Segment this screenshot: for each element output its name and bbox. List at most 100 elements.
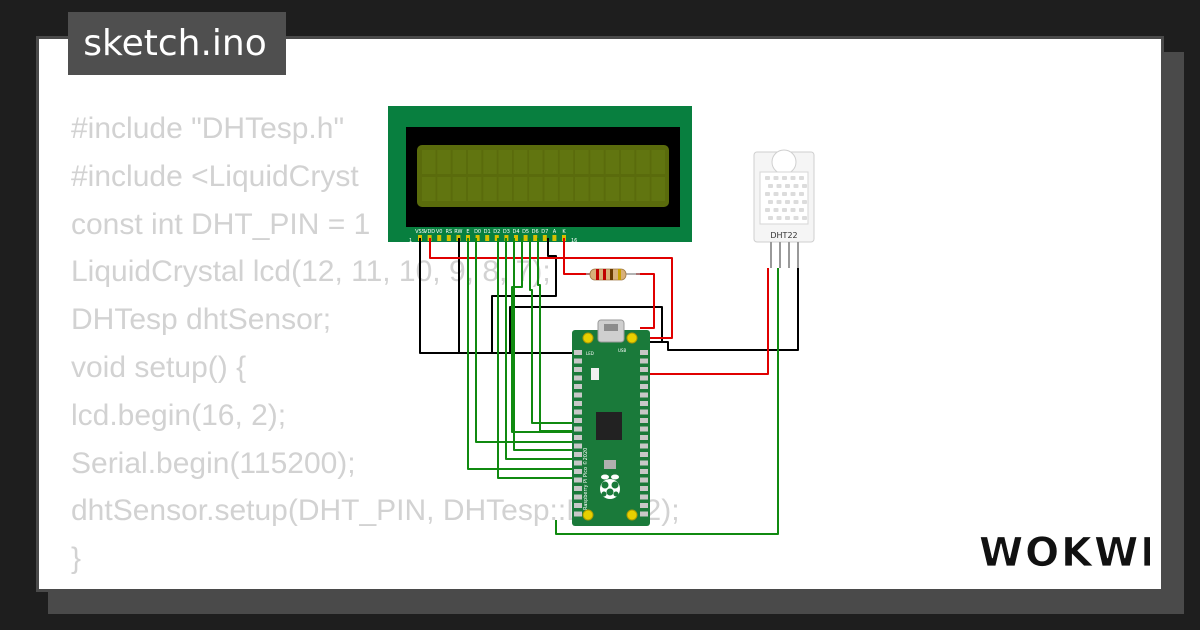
lcd-char-cell (605, 177, 620, 201)
pico-pin[interactable] (640, 367, 648, 372)
dht22-sensor[interactable]: DHT22 (753, 149, 815, 268)
pico-pin[interactable] (574, 401, 582, 406)
dht22-vent (776, 216, 782, 220)
pico-pin[interactable] (574, 486, 582, 491)
lcd-pin-label: D3 (503, 229, 510, 235)
lcd-pin-label: E (466, 229, 469, 235)
pico-pin[interactable] (640, 452, 648, 457)
pico-pin[interactable] (640, 494, 648, 500)
pico-pin[interactable] (574, 375, 582, 381)
wire-red[interactable] (640, 268, 769, 375)
dht22-vent (799, 208, 804, 212)
pico-pin[interactable] (574, 350, 582, 355)
pico-pin[interactable] (640, 477, 648, 483)
dht22-vent (768, 200, 773, 204)
wire-green[interactable] (475, 238, 582, 443)
pico-pin[interactable] (574, 443, 582, 449)
lcd-pin[interactable] (485, 235, 490, 241)
dht22-vent (802, 184, 807, 188)
pico-pin[interactable] (640, 401, 648, 406)
pico-pin[interactable] (574, 409, 582, 415)
lcd-pin-label: D0 (474, 229, 481, 235)
pico-pin[interactable] (574, 503, 582, 508)
pico-pin[interactable] (640, 358, 648, 364)
pico-pin[interactable] (640, 486, 648, 491)
wire-black[interactable] (509, 306, 663, 352)
pico-pin[interactable] (640, 375, 648, 381)
lcd-char-cells (422, 150, 665, 201)
wire-green[interactable] (497, 238, 582, 479)
pico-pin[interactable] (640, 392, 648, 398)
wire-black[interactable] (491, 238, 557, 352)
pico-pin[interactable] (574, 477, 582, 483)
resistor[interactable] (586, 268, 640, 281)
pico-pin[interactable] (574, 426, 582, 432)
dht22-vent (799, 192, 804, 196)
wire-green[interactable] (511, 238, 582, 433)
wire-green[interactable] (529, 238, 582, 424)
dht22-vent (793, 216, 799, 220)
pico-pin[interactable] (574, 435, 582, 440)
wire-green[interactable] (505, 238, 582, 460)
pico-pin[interactable] (640, 350, 648, 355)
pico-pin[interactable] (574, 452, 582, 457)
pico-pin[interactable] (574, 460, 582, 466)
pico-pin[interactable] (640, 511, 648, 517)
lcd-pin-label: RS (445, 229, 452, 235)
wire-black[interactable] (419, 238, 578, 354)
wire-red[interactable] (636, 273, 655, 329)
wire-red[interactable] (563, 238, 590, 275)
pico-pin[interactable] (640, 384, 648, 389)
lcd-char-cell (605, 150, 620, 174)
wokwi-logo: WOKWI (979, 530, 1150, 576)
resistor-band (603, 269, 606, 280)
pico-pin[interactable] (574, 511, 582, 517)
wire-black[interactable] (637, 268, 799, 351)
pico-pin[interactable] (640, 435, 648, 440)
wire-green[interactable] (467, 238, 582, 470)
pico-pin[interactable] (574, 367, 582, 372)
dht22-vent (768, 216, 773, 220)
raspberry-pi-pico[interactable]: LED USB Raspberry Pi Pico ©2020 (572, 319, 650, 526)
wire-red[interactable] (429, 238, 673, 339)
pico-pin[interactable] (640, 426, 648, 432)
lcd-char-cell (467, 177, 482, 201)
dht22-vent (799, 176, 804, 180)
bootsel-button[interactable] (591, 368, 599, 380)
pico-pin[interactable] (640, 443, 648, 449)
lcd-pin-label: D6 (532, 229, 539, 235)
dht22-vent (802, 200, 807, 204)
pico-pin[interactable] (574, 358, 582, 364)
pico-pin[interactable] (640, 469, 648, 474)
wire-green[interactable] (555, 268, 779, 535)
flash-chip (604, 460, 616, 469)
pico-pin[interactable] (640, 409, 648, 415)
lcd-pin[interactable] (523, 235, 528, 241)
code-line: const int DHT_PIN = 1 (71, 207, 371, 241)
pico-pin[interactable] (574, 494, 582, 500)
pico-pin[interactable] (574, 384, 582, 389)
lcd-char-cell (513, 177, 528, 201)
lcd-pin[interactable] (475, 235, 480, 241)
lcd-char-cell (483, 150, 497, 174)
lcd-pin[interactable] (552, 235, 557, 241)
lcd-pin[interactable] (494, 235, 499, 241)
lcd-pin[interactable] (437, 235, 442, 241)
pico-pin[interactable] (574, 469, 582, 474)
pico-pin[interactable] (640, 460, 648, 466)
pico-pin[interactable] (574, 392, 582, 398)
pico-pin[interactable] (640, 418, 648, 423)
lcd-pin[interactable] (514, 235, 518, 241)
dht22-vent (765, 176, 770, 180)
lcd-pin[interactable] (542, 235, 547, 241)
wire-green[interactable] (537, 238, 582, 432)
file-name-tab: sketch.ino (68, 12, 286, 75)
code-preview: #include "DHTesp.h"#include <LiquidCryst… (71, 105, 680, 589)
wire-green[interactable] (513, 238, 582, 451)
dht22-vent (782, 208, 787, 212)
pico-pin[interactable] (574, 418, 582, 423)
pico-pin[interactable] (640, 503, 648, 508)
lcd-pin[interactable] (533, 235, 538, 241)
lcd-pin[interactable] (446, 235, 451, 241)
